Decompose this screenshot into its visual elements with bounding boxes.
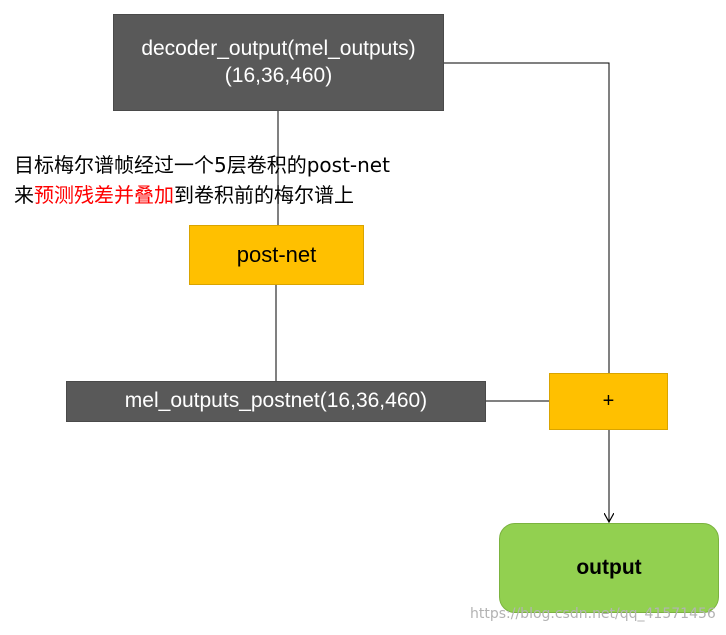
- decoder-output-shape: (16,36,460): [224, 63, 333, 87]
- output-box: output: [499, 523, 719, 613]
- decoder-output-label: decoder_output(mel_outputs): [141, 37, 416, 61]
- postnet-label: post-net: [236, 242, 317, 268]
- annotation-text: 目标梅尔谱帧经过一个5层卷积的post-net 来预测残差并叠加到卷积前的梅尔谱…: [14, 150, 390, 210]
- mel-outputs-postnet-box: mel_outputs_postnet(16,36,460): [66, 381, 486, 422]
- watermark: https://blog.csdn.net/qq_41571456: [470, 606, 716, 622]
- annotation-line-2-suffix: 到卷积前的梅尔谱上: [174, 183, 354, 207]
- annotation-line-1: 目标梅尔谱帧经过一个5层卷积的post-net: [14, 153, 390, 177]
- postnet-box: post-net: [189, 225, 364, 285]
- annotation-highlight: 预测残差并叠加: [34, 183, 174, 207]
- connector-decoder-to-plus: [444, 62, 610, 373]
- plus-box: +: [549, 373, 668, 430]
- plus-label: +: [602, 390, 615, 412]
- annotation-line-2: 来预测残差并叠加到卷积前的梅尔谱上: [14, 180, 390, 210]
- mel-outputs-postnet-label: mel_outputs_postnet(16,36,460): [124, 389, 428, 413]
- decoder-output-box: decoder_output(mel_outputs) (16,36,460): [113, 14, 444, 111]
- annotation-line-2-prefix: 来: [14, 183, 34, 207]
- output-label: output: [576, 555, 642, 579]
